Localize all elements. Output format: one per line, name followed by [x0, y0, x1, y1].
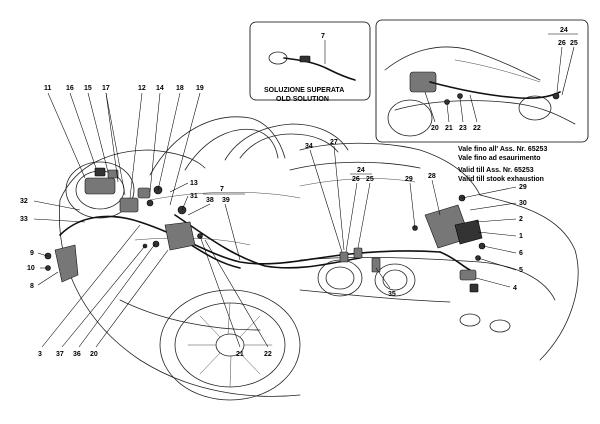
inset-valid-callout-23: 23	[459, 125, 467, 132]
note-line-1: Vale fino all' Ass. Nr. 65253	[458, 146, 547, 153]
callout-31: 31	[190, 193, 198, 200]
callout-29-right: 29	[519, 184, 527, 191]
callout-27: 27	[330, 139, 338, 146]
callout-20: 20	[90, 351, 98, 358]
callout-25: 25	[366, 176, 374, 183]
callout-17: 17	[102, 85, 110, 92]
callout-33: 33	[20, 216, 28, 223]
callout-6: 6	[519, 250, 523, 257]
inset-valid-group-number: 24	[560, 27, 568, 34]
callout-1: 1	[519, 233, 523, 240]
note-line-2: Vale fino ad esaurimento	[458, 155, 540, 162]
inset-valid-callout-20: 20	[431, 125, 439, 132]
callout-leaders	[33, 92, 517, 348]
left-mechanism	[44, 167, 203, 283]
inset-old-title-it: SOLUZIONE SUPERATA	[264, 87, 344, 94]
inset-old-part-number: 7	[321, 33, 325, 40]
callout-39: 39	[222, 197, 230, 204]
note-line-3: Valid till Ass. Nr. 65253	[458, 167, 534, 174]
callout-14: 14	[156, 85, 164, 92]
callout-8: 8	[30, 283, 34, 290]
callout-18: 18	[176, 85, 184, 92]
inset-valid-callout-21: 21	[445, 125, 453, 132]
callout-13: 13	[190, 180, 198, 187]
inset-valid-callout-25: 25	[570, 40, 578, 47]
callout-28: 28	[428, 173, 436, 180]
callout-16: 16	[66, 85, 74, 92]
inset-old-solution: 7 SOLUZIONE SUPERATA OLD SOLUTION	[249, 21, 371, 103]
callout-29-left: 29	[405, 176, 413, 183]
callout-32: 32	[20, 198, 28, 205]
callout-12: 12	[138, 85, 146, 92]
note-line-4: Valid till stook exhaustion	[458, 176, 544, 183]
callout-15: 15	[84, 85, 92, 92]
callout-35: 35	[388, 291, 396, 298]
callout-24: 24	[357, 167, 365, 174]
inset-valid-callout-22: 22	[473, 125, 481, 132]
callout-3: 3	[38, 351, 42, 358]
right-mechanism	[339, 194, 486, 293]
inset-valid-till: 24 26 25 20 21 23 22	[375, 19, 589, 143]
validity-note: Vale fino all' Ass. Nr. 65253 Vale fino …	[458, 146, 547, 183]
callout-30: 30	[519, 200, 527, 207]
callout-11: 11	[44, 85, 52, 92]
callout-4: 4	[513, 285, 517, 292]
callout-21: 21	[236, 351, 244, 358]
callout-7: 7	[220, 186, 224, 193]
callout-37: 37	[56, 351, 64, 358]
callout-numbers: 11 16 15 17 12 14 18 19 13 31 7 38 39 32…	[20, 85, 527, 358]
callout-38: 38	[206, 197, 214, 204]
inset-old-title-en: OLD SOLUTION	[276, 96, 329, 103]
callout-36: 36	[73, 351, 81, 358]
callout-22: 22	[264, 351, 272, 358]
callout-10: 10	[27, 265, 35, 272]
callout-34: 34	[305, 143, 313, 150]
release-cables	[59, 214, 471, 271]
callout-2: 2	[519, 216, 523, 223]
callout-26: 26	[352, 176, 360, 183]
inset-valid-callout-26: 26	[558, 40, 566, 47]
car-body-art	[59, 116, 579, 401]
callout-9: 9	[30, 250, 34, 257]
callout-19: 19	[196, 85, 204, 92]
callout-5: 5	[519, 267, 523, 274]
